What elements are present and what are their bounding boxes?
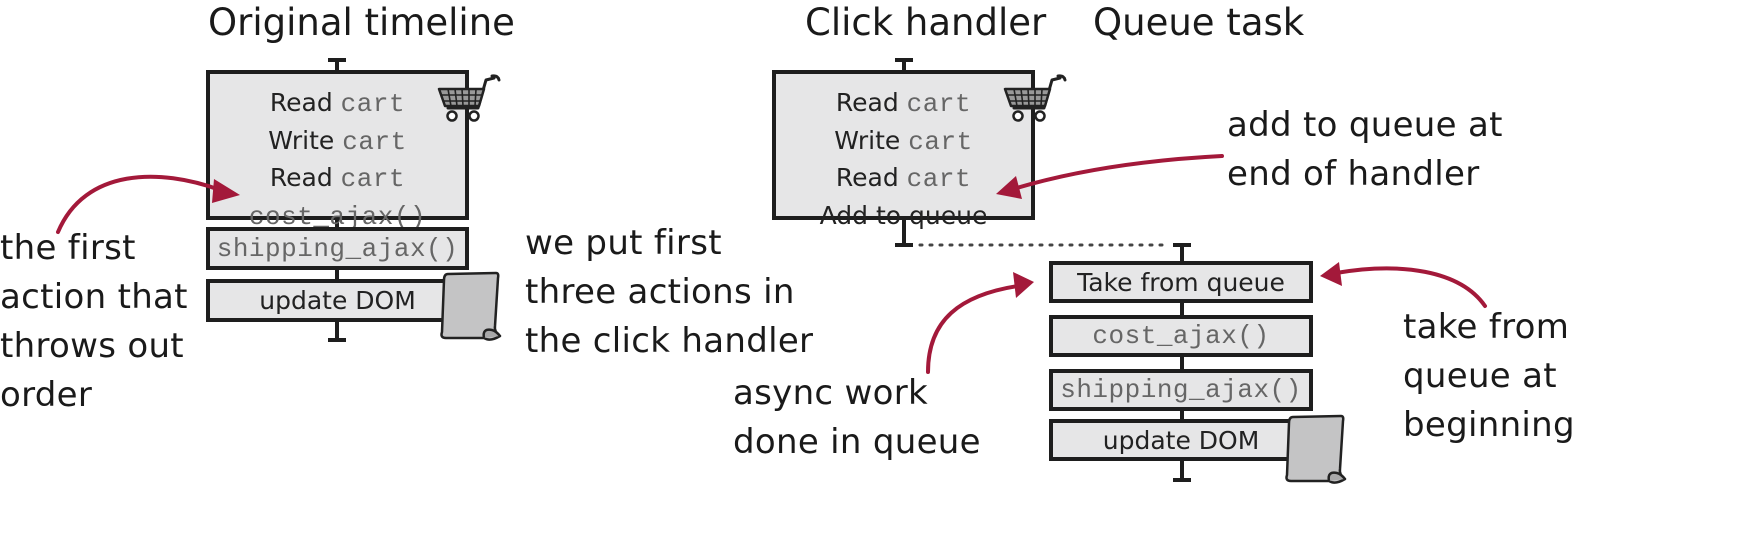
queue-cost-ajax-box: cost_ajax() <box>1049 315 1313 357</box>
take-from-queue-note: take from queue at beginning <box>1403 307 1575 445</box>
arrow-take-from-queue <box>1334 266 1487 308</box>
first-action-note: the first action that throws out order <box>0 228 188 415</box>
document-icon <box>1285 414 1347 484</box>
click-handler-box: Read cart Write cart Read cart Add to qu… <box>772 70 1035 230</box>
add-to-queue-note: add to queue at end of handler <box>1227 105 1503 194</box>
arrowhead <box>1013 272 1034 298</box>
arrow-async-work <box>926 284 1020 374</box>
async-work-note: async work done in queue <box>733 373 981 462</box>
action-line: Write cart <box>834 125 973 157</box>
original-update-dom-box: update DOM <box>206 279 469 322</box>
action-line: Read cart <box>269 88 406 119</box>
original-main-box: Read cart Write cart Read cart cost_ajax… <box>206 70 469 232</box>
arrowhead <box>1320 262 1342 286</box>
action-line: Write cart <box>268 125 407 157</box>
shopping-cart-icon <box>1003 74 1067 122</box>
take-from-queue-box: Take from queue <box>1049 261 1313 303</box>
action-line: Add to queue <box>819 200 988 230</box>
action-line: cost_ajax() <box>248 201 427 232</box>
arrow-first-action <box>56 174 222 234</box>
arrow-add-to-queue <box>1008 154 1224 192</box>
shopping-cart-icon <box>437 74 501 122</box>
action-line: Read cart <box>269 163 406 194</box>
arrowhead <box>212 179 240 203</box>
original-timeline-title: Original timeline <box>208 1 515 44</box>
original-shipping-box: shipping_ajax() <box>206 227 469 270</box>
we-put-note: we put first three actions in the click … <box>525 223 814 361</box>
queue-shipping-ajax-box: shipping_ajax() <box>1049 369 1313 411</box>
click-handler-title: Click handler <box>805 1 1047 44</box>
action-line: Read cart <box>835 163 972 194</box>
document-icon <box>440 271 502 341</box>
queue-task-title: Queue task <box>1093 1 1305 44</box>
queue-update-dom-box: update DOM <box>1049 419 1313 461</box>
arrowhead <box>996 176 1022 199</box>
action-line: Read cart <box>835 88 972 119</box>
